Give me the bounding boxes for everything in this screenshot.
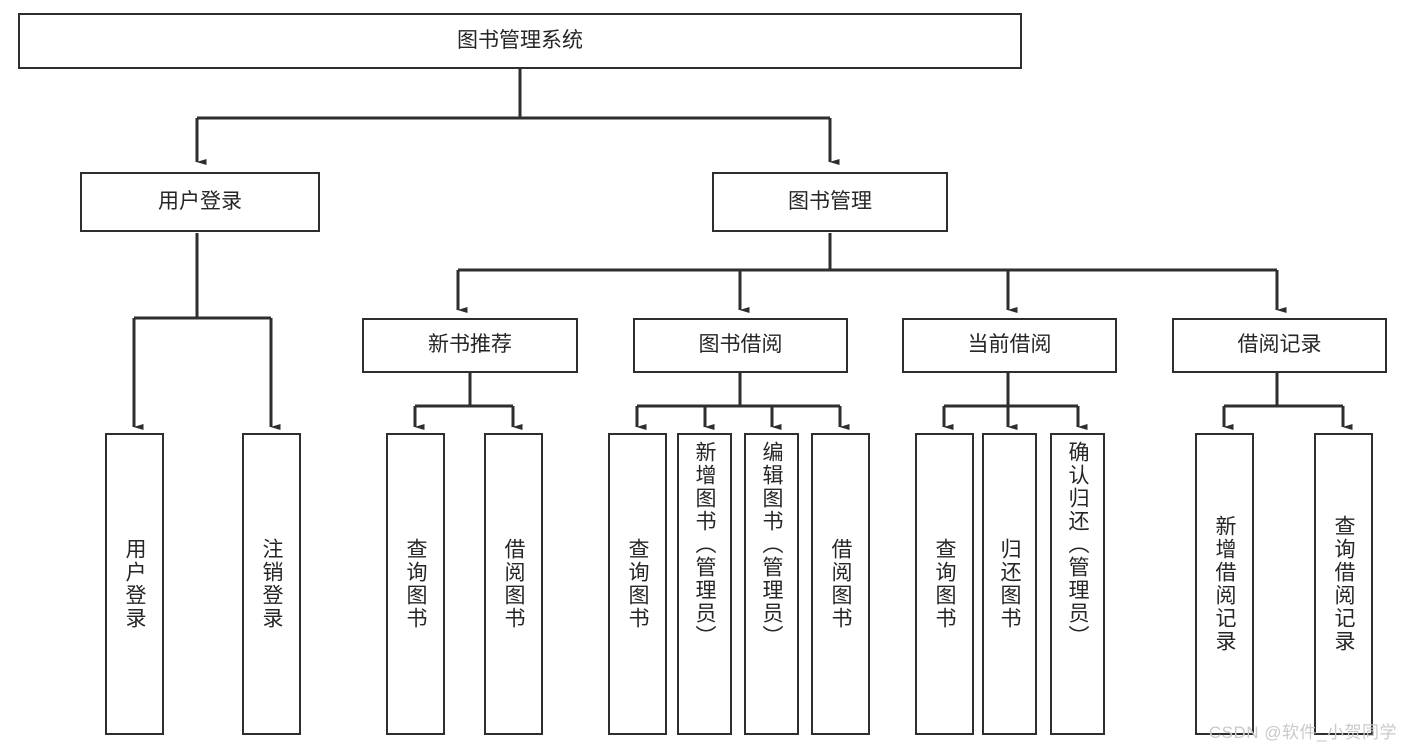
node-label: 归还图书	[998, 538, 1021, 630]
node-label: 查询图书	[933, 538, 956, 630]
node-label: 图书管理	[788, 189, 872, 213]
node-label: 用户登录	[158, 189, 242, 213]
node-label: 查询图书	[626, 538, 649, 630]
node-user-login[interactable]: 用户登录	[80, 172, 320, 232]
leaf-query-book-borrow[interactable]: 查询图书	[608, 433, 667, 735]
node-book-management[interactable]: 图书管理	[712, 172, 948, 232]
leaf-confirm-return-admin[interactable]: 确认归还（管理员）	[1050, 433, 1105, 735]
leaf-query-book-current[interactable]: 查询图书	[915, 433, 974, 735]
node-label: 查询图书	[404, 538, 427, 630]
csdn-watermark: CSDN @软件_小贺同学	[1208, 723, 1397, 742]
leaf-borrow-book-recommend[interactable]: 借阅图书	[484, 433, 543, 735]
node-label: 图书管理系统	[457, 28, 583, 52]
node-label: 用户登录	[123, 538, 146, 630]
node-label: 新增借阅记录	[1213, 515, 1236, 653]
leaf-user-login[interactable]: 用户登录	[105, 433, 164, 735]
node-label: 新书推荐	[428, 333, 512, 357]
node-label: 借阅记录	[1237, 333, 1322, 357]
node-current-borrow[interactable]: 当前借阅	[902, 318, 1117, 373]
node-label: 借阅图书	[829, 538, 852, 630]
node-label: 确认归还（管理员）	[1066, 441, 1089, 648]
node-label: 注销登录	[260, 538, 283, 630]
node-borrow-record[interactable]: 借阅记录	[1172, 318, 1387, 373]
node-root-book-management-system[interactable]: 图书管理系统	[18, 13, 1022, 69]
node-new-book-recommend[interactable]: 新书推荐	[362, 318, 578, 373]
leaf-add-borrow-record[interactable]: 新增借阅记录	[1195, 433, 1254, 735]
node-label: 当前借阅	[967, 333, 1052, 357]
leaf-add-book-admin[interactable]: 新增图书（管理员）	[677, 433, 732, 735]
node-label: 借阅图书	[502, 538, 525, 630]
node-label: 查询借阅记录	[1332, 515, 1355, 653]
leaf-edit-book-admin[interactable]: 编辑图书（管理员）	[744, 433, 799, 735]
leaf-logout[interactable]: 注销登录	[242, 433, 301, 735]
leaf-query-book-recommend[interactable]: 查询图书	[386, 433, 445, 735]
node-label: 图书借阅	[698, 333, 783, 357]
node-book-borrow[interactable]: 图书借阅	[633, 318, 848, 373]
node-label: 编辑图书（管理员）	[760, 441, 783, 648]
leaf-borrow-book[interactable]: 借阅图书	[811, 433, 870, 735]
node-label: 新增图书（管理员）	[693, 441, 716, 648]
leaf-query-borrow-record[interactable]: 查询借阅记录	[1314, 433, 1373, 735]
leaf-return-book[interactable]: 归还图书	[982, 433, 1037, 735]
